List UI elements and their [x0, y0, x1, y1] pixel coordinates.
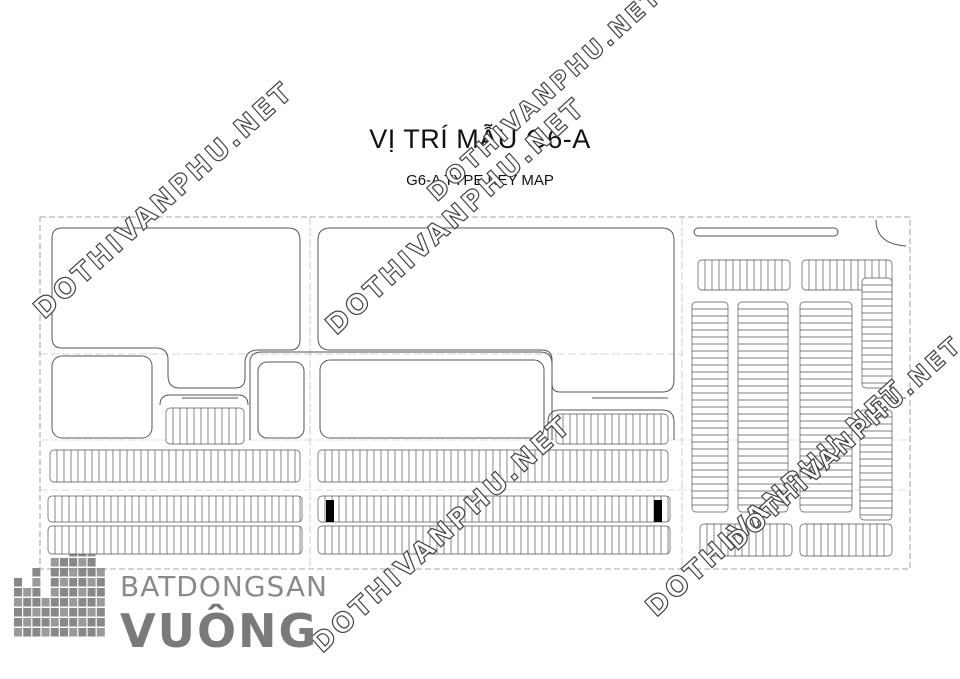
logo-square — [87, 628, 96, 637]
logo-square — [14, 578, 22, 587]
logo-square — [87, 608, 96, 617]
logo-line1: BATDONGSAN — [120, 570, 328, 603]
logo-square — [69, 568, 78, 577]
map-subtitle: G6-A TYPE KEY MAP — [406, 172, 554, 189]
logo-square — [69, 588, 78, 597]
logo-square — [69, 618, 78, 627]
highlight-unit-g6a — [326, 500, 334, 522]
logo-square — [41, 598, 50, 607]
logo-square — [96, 608, 105, 617]
logo-square — [14, 588, 22, 597]
logo-square — [50, 598, 59, 607]
logo-line2: VUÔNG — [120, 604, 319, 658]
logo-square — [78, 568, 87, 577]
logo-square — [60, 598, 68, 607]
lot-row — [49, 449, 301, 483]
logo-square — [96, 628, 105, 637]
logo-square — [87, 558, 96, 567]
block-nw — [51, 227, 301, 389]
logo-square — [32, 618, 41, 627]
logo-square — [50, 618, 59, 627]
logo-square — [14, 628, 22, 637]
road-curb — [547, 409, 675, 440]
logo-square — [60, 628, 68, 637]
logo-square — [14, 608, 22, 617]
logo-square — [69, 578, 78, 587]
highlight-unit-g6a — [654, 500, 662, 522]
lot-row — [861, 277, 893, 389]
logo-square — [78, 558, 87, 567]
logo-square — [23, 628, 32, 637]
logo-square — [96, 568, 105, 577]
logo-square — [60, 618, 68, 627]
logo-square — [78, 598, 87, 607]
logo-square — [87, 578, 96, 587]
logo-square — [69, 558, 78, 567]
logo-square — [14, 598, 22, 607]
logo-square — [50, 608, 59, 617]
logo-square — [41, 628, 50, 637]
logo-square — [50, 588, 59, 597]
lot-row — [165, 407, 245, 445]
logo-square — [78, 618, 87, 627]
lot-row — [699, 523, 793, 557]
roundabout-curb — [875, 219, 907, 247]
logo-square — [60, 608, 68, 617]
road-curb — [159, 394, 249, 406]
logo-square — [32, 568, 41, 577]
logo-square — [60, 558, 68, 567]
logo-square — [78, 608, 87, 617]
road-curb — [262, 351, 553, 440]
logo-square — [32, 608, 41, 617]
logo-square — [32, 588, 41, 597]
logo-square — [69, 608, 78, 617]
logo-square — [50, 628, 59, 637]
logo-square — [23, 618, 32, 627]
site-boundary — [39, 216, 911, 570]
logo-square — [23, 608, 32, 617]
logo-square — [60, 588, 68, 597]
logo-square — [87, 588, 96, 597]
lot-row — [317, 525, 671, 555]
logo-square — [60, 568, 68, 577]
logo-square — [50, 578, 59, 587]
logo-square — [69, 598, 78, 607]
lot-row — [47, 495, 303, 523]
block-center-long — [319, 359, 545, 439]
logo-square — [41, 618, 50, 627]
lot-row — [697, 259, 791, 291]
block-center-small — [257, 361, 305, 439]
logo-square — [96, 598, 105, 607]
lot-row — [799, 523, 893, 557]
lot-row — [859, 409, 893, 521]
logo-square — [60, 578, 68, 587]
logo-square — [50, 558, 59, 567]
map-title: VỊ TRÍ MẪU G6-A — [369, 124, 591, 154]
lot-row — [47, 525, 303, 555]
logo-square — [41, 608, 50, 617]
logo-square — [87, 568, 96, 577]
logo-square — [32, 628, 41, 637]
logo-square — [78, 578, 87, 587]
logo-square — [32, 598, 41, 607]
logo-square — [50, 568, 59, 577]
block-w-small — [51, 355, 153, 439]
logo-square — [96, 618, 105, 627]
curb-strip — [693, 227, 839, 237]
logo-square — [23, 588, 32, 597]
logo-square — [87, 618, 96, 627]
lot-row — [317, 495, 671, 523]
logo-square — [96, 588, 105, 597]
road-curb — [249, 351, 263, 440]
logo-square — [96, 578, 105, 587]
logo-square — [78, 588, 87, 597]
logo-square — [87, 598, 96, 607]
logo-square — [78, 628, 87, 637]
logo-square — [14, 618, 22, 627]
logo-square — [69, 628, 78, 637]
logo-square — [23, 598, 32, 607]
logo-square — [32, 578, 41, 587]
